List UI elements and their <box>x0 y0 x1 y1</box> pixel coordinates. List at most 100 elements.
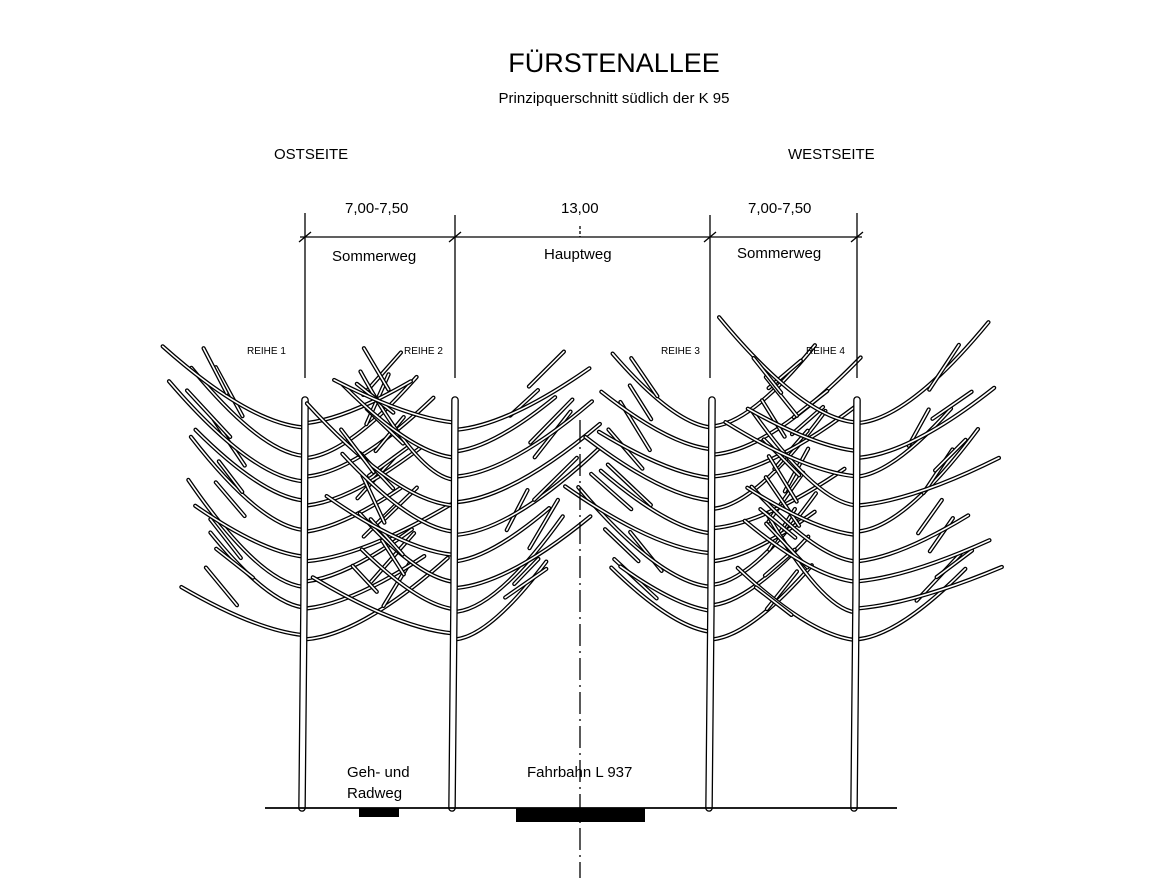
tree-branch <box>858 321 990 424</box>
tree-branch <box>194 428 304 502</box>
tree-branch <box>928 344 960 391</box>
east-side-label: OSTSEITE <box>274 146 349 163</box>
tree-branch <box>761 399 786 438</box>
tree-branch <box>858 457 1000 507</box>
tree-branch <box>713 492 817 586</box>
tree-branch <box>584 436 711 502</box>
tree-branch <box>456 367 591 431</box>
tree-branch <box>340 428 375 473</box>
tree-branch <box>856 385 997 460</box>
tree-branch <box>766 570 798 610</box>
tree-branch <box>306 402 454 507</box>
tree-branch <box>218 460 244 493</box>
dimension-label-west: 7,00-7,50 <box>748 200 812 217</box>
tree-branch <box>325 495 454 556</box>
tree-branch <box>194 504 304 558</box>
tree-branch <box>456 507 550 562</box>
tree-branch <box>306 380 412 424</box>
tree-trunk <box>299 397 308 811</box>
tree-branch <box>374 416 405 452</box>
dimension-label-center: 13,00 <box>561 200 599 217</box>
tree-branch <box>629 384 652 421</box>
tree-branch <box>746 486 856 536</box>
page-title: FÜRSTENALLEE <box>508 48 720 78</box>
tree-branch <box>611 352 711 429</box>
tree-branch <box>858 514 969 562</box>
row-label-1: REIHE 1 <box>247 346 286 357</box>
tree-trunk <box>449 397 458 811</box>
tree-branch <box>858 539 991 582</box>
tree-branch <box>505 489 529 531</box>
section-label-center: Hauptweg <box>544 246 612 263</box>
tree-branch <box>766 512 856 614</box>
tree-branch <box>209 518 242 559</box>
tree-branch <box>598 431 711 479</box>
tree-branch <box>529 398 574 444</box>
tree-branch <box>351 565 378 593</box>
tree-branch <box>604 528 640 562</box>
tree-branch <box>504 568 548 599</box>
west-side-label: WESTSEITE <box>788 146 875 163</box>
tree-branch <box>736 567 856 641</box>
tree-branch <box>456 400 593 478</box>
tree-branch <box>456 515 564 613</box>
tree-branch <box>528 499 559 549</box>
tree-branch <box>180 586 304 636</box>
tree-branch <box>743 519 856 583</box>
tree-branch <box>858 387 995 459</box>
footpath-bar <box>359 808 399 817</box>
tree-branch <box>934 439 967 472</box>
footpath-label-line1: Geh- und <box>347 764 410 781</box>
tree-branch <box>713 410 827 510</box>
tree-branch <box>342 383 454 459</box>
trees <box>160 315 1004 812</box>
tree-branch <box>341 453 454 533</box>
tree-branch <box>929 517 954 553</box>
dimension-tick <box>298 231 312 243</box>
tree-branch <box>765 376 798 417</box>
tree-branch <box>456 447 600 536</box>
tree-branch <box>917 499 943 535</box>
tree-branch <box>931 390 973 420</box>
tree-branch <box>161 345 304 429</box>
tree-branch <box>768 455 798 503</box>
tree-branch <box>724 421 856 477</box>
tree-branch <box>179 584 306 638</box>
tree-branch <box>619 565 711 612</box>
tree-branch <box>333 379 454 424</box>
tree-branch <box>205 566 238 607</box>
tree-branch <box>361 548 454 610</box>
tree-trunk <box>706 397 715 811</box>
tree-branch <box>607 463 652 506</box>
tree-branch <box>306 555 426 610</box>
tree-branch <box>751 409 856 507</box>
tree-branch <box>713 510 816 562</box>
tree-branch <box>858 407 952 478</box>
road-bar <box>516 808 645 822</box>
tree-branch <box>306 446 423 507</box>
dimension-tick <box>703 231 717 243</box>
tree-branch <box>755 586 793 616</box>
tree-branch <box>456 515 592 589</box>
tree-branch <box>590 473 633 511</box>
tree-branch <box>533 457 578 501</box>
tree-branch <box>215 366 244 417</box>
tree-branch <box>856 538 992 584</box>
tree-branch <box>528 350 565 388</box>
tree-branch <box>187 479 304 588</box>
tree-branch <box>935 549 973 578</box>
tree-branch <box>381 539 405 576</box>
tree-branch <box>858 428 979 533</box>
road-label: Fahrbahn L 937 <box>527 764 633 781</box>
footpath-label-line2: Radweg <box>347 785 403 802</box>
tree-branch <box>747 407 856 452</box>
tree-branch <box>858 568 967 640</box>
tree-branch <box>190 436 304 531</box>
row-label-2: REIHE 2 <box>404 346 443 357</box>
tree-branch <box>306 376 418 459</box>
tree-branch <box>215 547 254 579</box>
row-label-4: REIHE 4 <box>806 346 845 357</box>
tree-trunk <box>851 397 860 811</box>
tree-branch <box>202 347 228 394</box>
tree-branch <box>630 357 659 397</box>
